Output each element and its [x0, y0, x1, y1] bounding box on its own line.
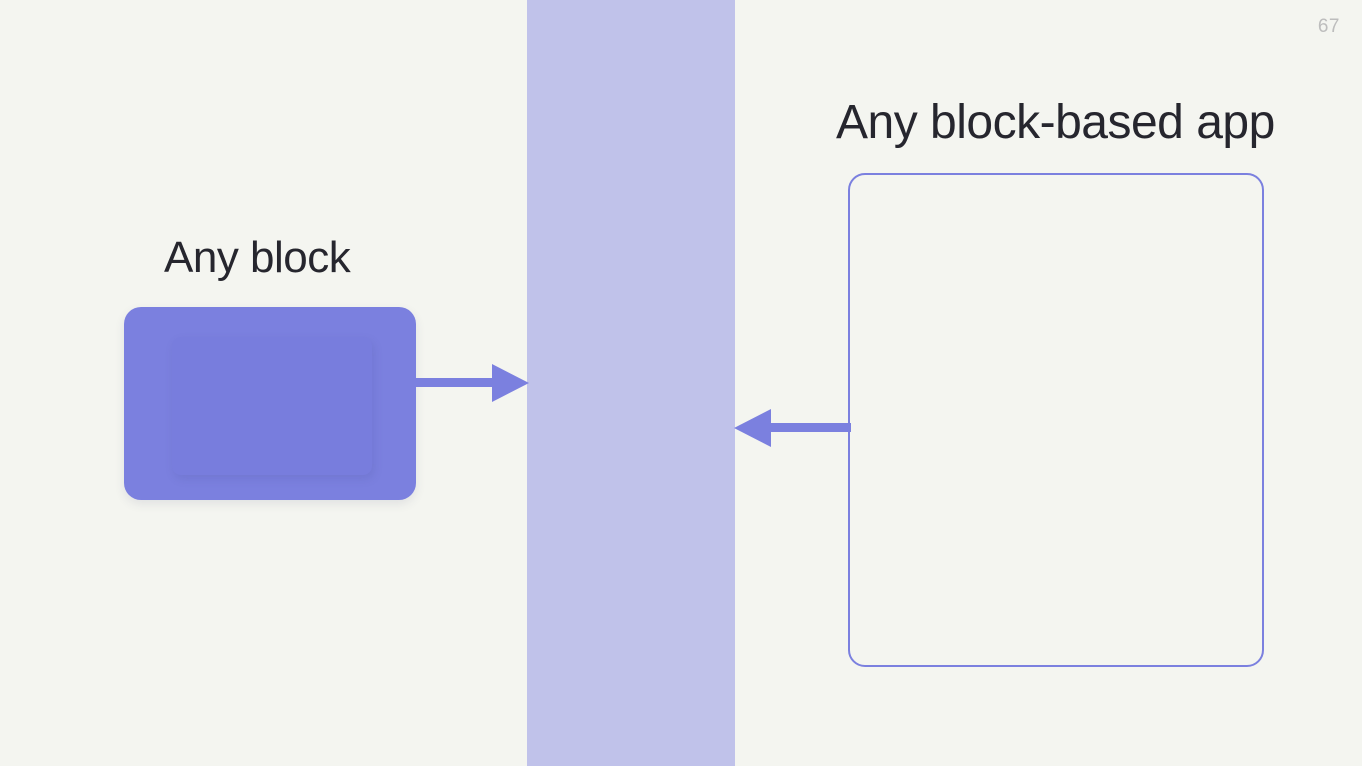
center-band [527, 0, 735, 766]
right-heading: Any block-based app [836, 96, 1275, 149]
arrow-right-icon [412, 362, 530, 409]
arrow-left-icon [733, 407, 851, 454]
any-block-card [124, 307, 416, 500]
page-number: 67 [1317, 16, 1340, 37]
any-block-card-inner-surface [172, 337, 372, 475]
any-block-based-app-frame [848, 173, 1264, 667]
left-heading: Any block [164, 233, 351, 282]
